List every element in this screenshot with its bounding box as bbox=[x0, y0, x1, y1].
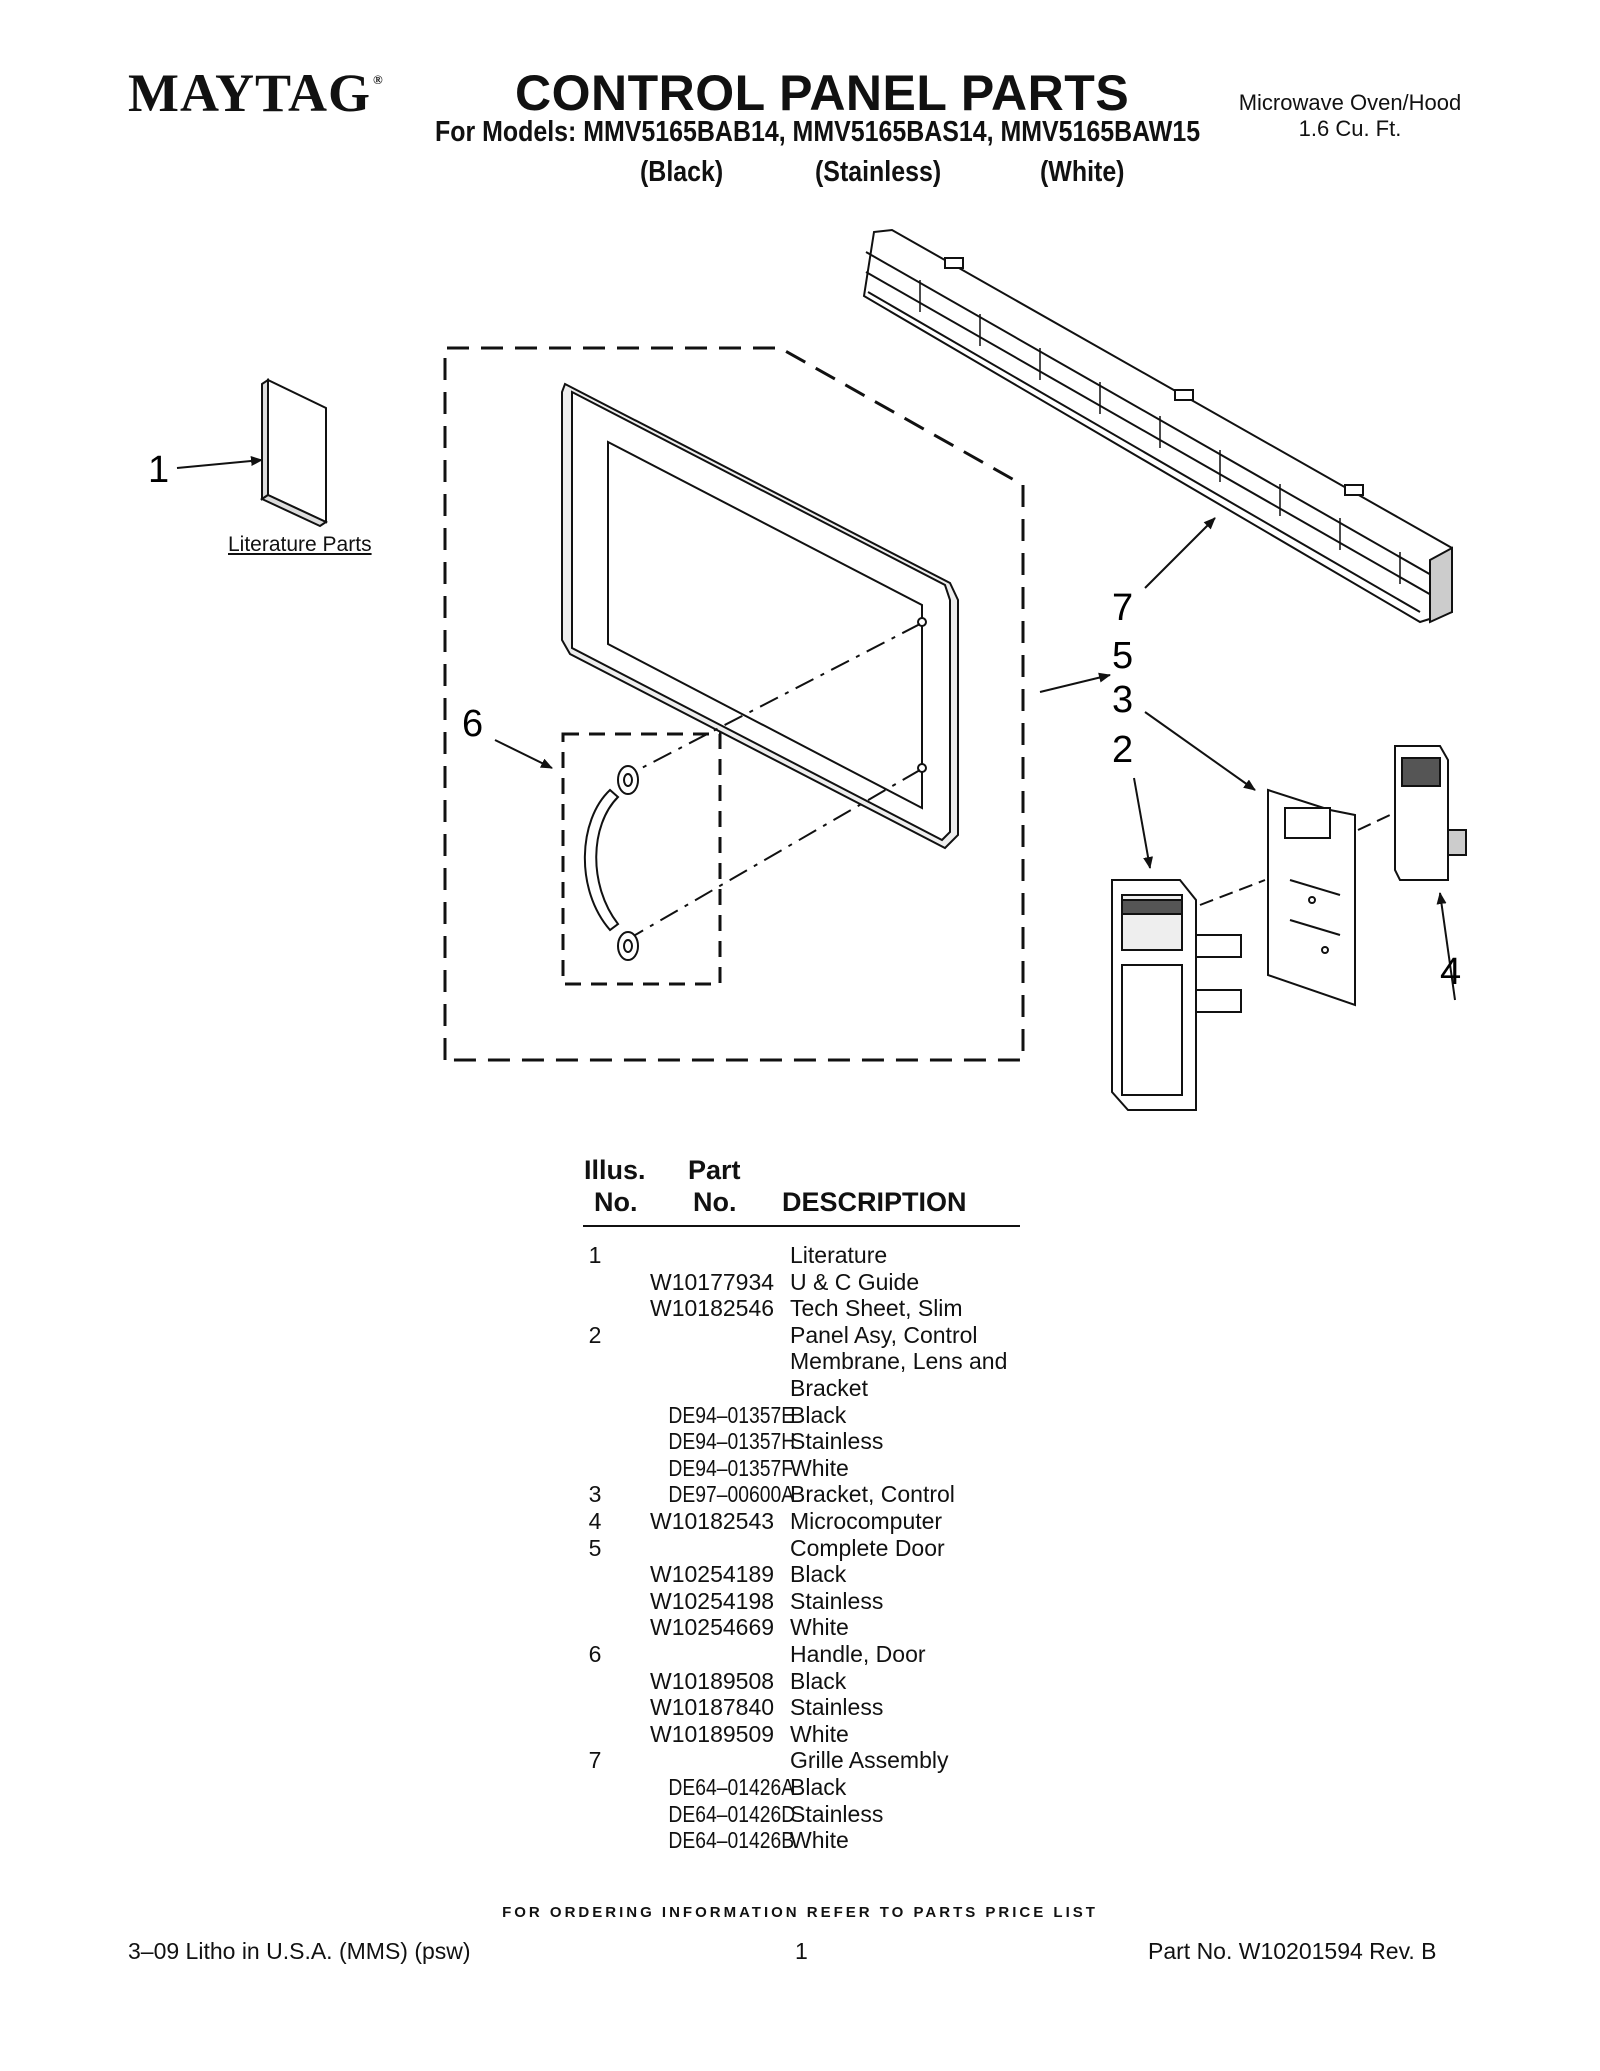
description: Black bbox=[790, 1401, 847, 1428]
literature-booklet bbox=[259, 378, 329, 528]
description: U & C Guide bbox=[790, 1268, 920, 1295]
description: Literature bbox=[790, 1242, 888, 1268]
door-handle bbox=[583, 765, 639, 961]
part-no: W10187840 bbox=[650, 1694, 775, 1721]
description: White bbox=[790, 1827, 849, 1854]
part-no: W10254189 bbox=[650, 1561, 775, 1588]
header-description: DESCRIPTION bbox=[782, 1187, 967, 1217]
part-no: W10177934 bbox=[650, 1268, 775, 1295]
description: Grille Assembly bbox=[790, 1747, 949, 1774]
description: Stainless bbox=[790, 1587, 884, 1614]
illus-no: 1 bbox=[588, 1242, 602, 1268]
litho-note: 3–09 Litho in U.S.A. (MMS) (psw) bbox=[128, 1938, 471, 1964]
product-type: Microwave Oven/Hood 1.6 Cu. Ft. bbox=[1225, 90, 1475, 142]
callout-7: 7 bbox=[1112, 587, 1133, 629]
description: Microcomputer bbox=[790, 1508, 943, 1534]
control-bracket bbox=[1267, 788, 1356, 1007]
ordering-note: FOR ORDERING INFORMATION REFER TO PARTS … bbox=[502, 1904, 1098, 1921]
callout-5: 5 bbox=[1112, 635, 1133, 677]
literature-parts-label: Literature Parts bbox=[228, 533, 372, 556]
microcomputer bbox=[1394, 745, 1467, 881]
header-part: Part bbox=[688, 1155, 741, 1185]
product-capacity: 1.6 Cu. Ft. bbox=[1298, 116, 1402, 141]
illus-no: 2 bbox=[588, 1321, 602, 1348]
parts-diagram: 1 7 5 3 2 6 4 bbox=[148, 228, 1467, 1111]
door-frame bbox=[561, 382, 959, 850]
document-part-number: Part No. W10201594 Rev. B bbox=[1148, 1938, 1437, 1964]
callout-2: 2 bbox=[1112, 729, 1133, 771]
product-type-name: Microwave Oven/Hood bbox=[1238, 90, 1462, 115]
part-no: W10189509 bbox=[650, 1720, 775, 1747]
part-no: DE94–01357H bbox=[668, 1428, 796, 1455]
handle-outline bbox=[561, 732, 722, 986]
description: Stainless bbox=[790, 1800, 884, 1827]
description: Stainless bbox=[790, 1694, 884, 1721]
illus-no: 7 bbox=[588, 1747, 602, 1774]
variant-black: (Black) bbox=[640, 156, 724, 188]
description: Membrane, Lens and bbox=[790, 1348, 1008, 1375]
description: Black bbox=[790, 1774, 847, 1800]
part-no: DE64–01426D bbox=[668, 1800, 796, 1827]
illus-no: 4 bbox=[588, 1508, 602, 1534]
variant-stainless: (Stainless) bbox=[815, 156, 942, 188]
part-no: DE64–01426B bbox=[668, 1827, 795, 1854]
description: White bbox=[790, 1454, 849, 1481]
description: Bracket bbox=[790, 1375, 868, 1401]
part-no: W10182543 bbox=[650, 1508, 775, 1534]
grille-assembly bbox=[862, 228, 1453, 624]
header-rule bbox=[583, 1225, 1020, 1227]
part-no: DE97–00600A bbox=[668, 1481, 795, 1508]
description: Complete Door bbox=[790, 1534, 945, 1561]
header-part-no: No. bbox=[693, 1187, 737, 1217]
callout-4: 4 bbox=[1440, 951, 1461, 993]
callout-1: 1 bbox=[148, 449, 169, 491]
door-assembly-outline bbox=[443, 346, 1025, 1062]
illus-no: 5 bbox=[588, 1534, 602, 1561]
description: White bbox=[790, 1720, 849, 1747]
description: Bracket, Control bbox=[790, 1481, 955, 1508]
description: Panel Asy, Control bbox=[790, 1321, 978, 1348]
variant-white: (White) bbox=[1040, 156, 1125, 188]
description: Black bbox=[790, 1561, 847, 1588]
description: Black bbox=[790, 1667, 847, 1694]
header-illus: Illus. bbox=[584, 1155, 646, 1185]
control-panel bbox=[1111, 879, 1242, 1111]
part-no: W10182546 bbox=[650, 1295, 775, 1322]
part-no: DE64–01426A bbox=[668, 1774, 795, 1800]
page-number: 1 bbox=[795, 1938, 808, 1964]
brand-logo: MAYTAG® bbox=[128, 63, 384, 123]
illus-no: 6 bbox=[588, 1641, 602, 1667]
models-line: For Models: MMV5165BAB14, MMV5165BAS14, … bbox=[435, 116, 1201, 148]
description: Tech Sheet, Slim bbox=[790, 1295, 963, 1322]
description: White bbox=[790, 1614, 849, 1641]
part-no: W10189508 bbox=[650, 1667, 775, 1694]
header-illus-no: No. bbox=[594, 1187, 638, 1217]
callout-3: 3 bbox=[1112, 679, 1133, 721]
part-no: DE94–01357F bbox=[668, 1454, 794, 1481]
part-no: DE94–01357E bbox=[668, 1401, 795, 1428]
part-no: W10254198 bbox=[650, 1587, 775, 1614]
illus-no: 3 bbox=[588, 1481, 602, 1508]
part-no: W10254669 bbox=[650, 1614, 775, 1641]
description: Handle, Door bbox=[790, 1641, 926, 1667]
description: Stainless bbox=[790, 1428, 884, 1455]
callout-6: 6 bbox=[462, 703, 483, 745]
page-title: CONTROL PANEL PARTS bbox=[515, 65, 1130, 121]
